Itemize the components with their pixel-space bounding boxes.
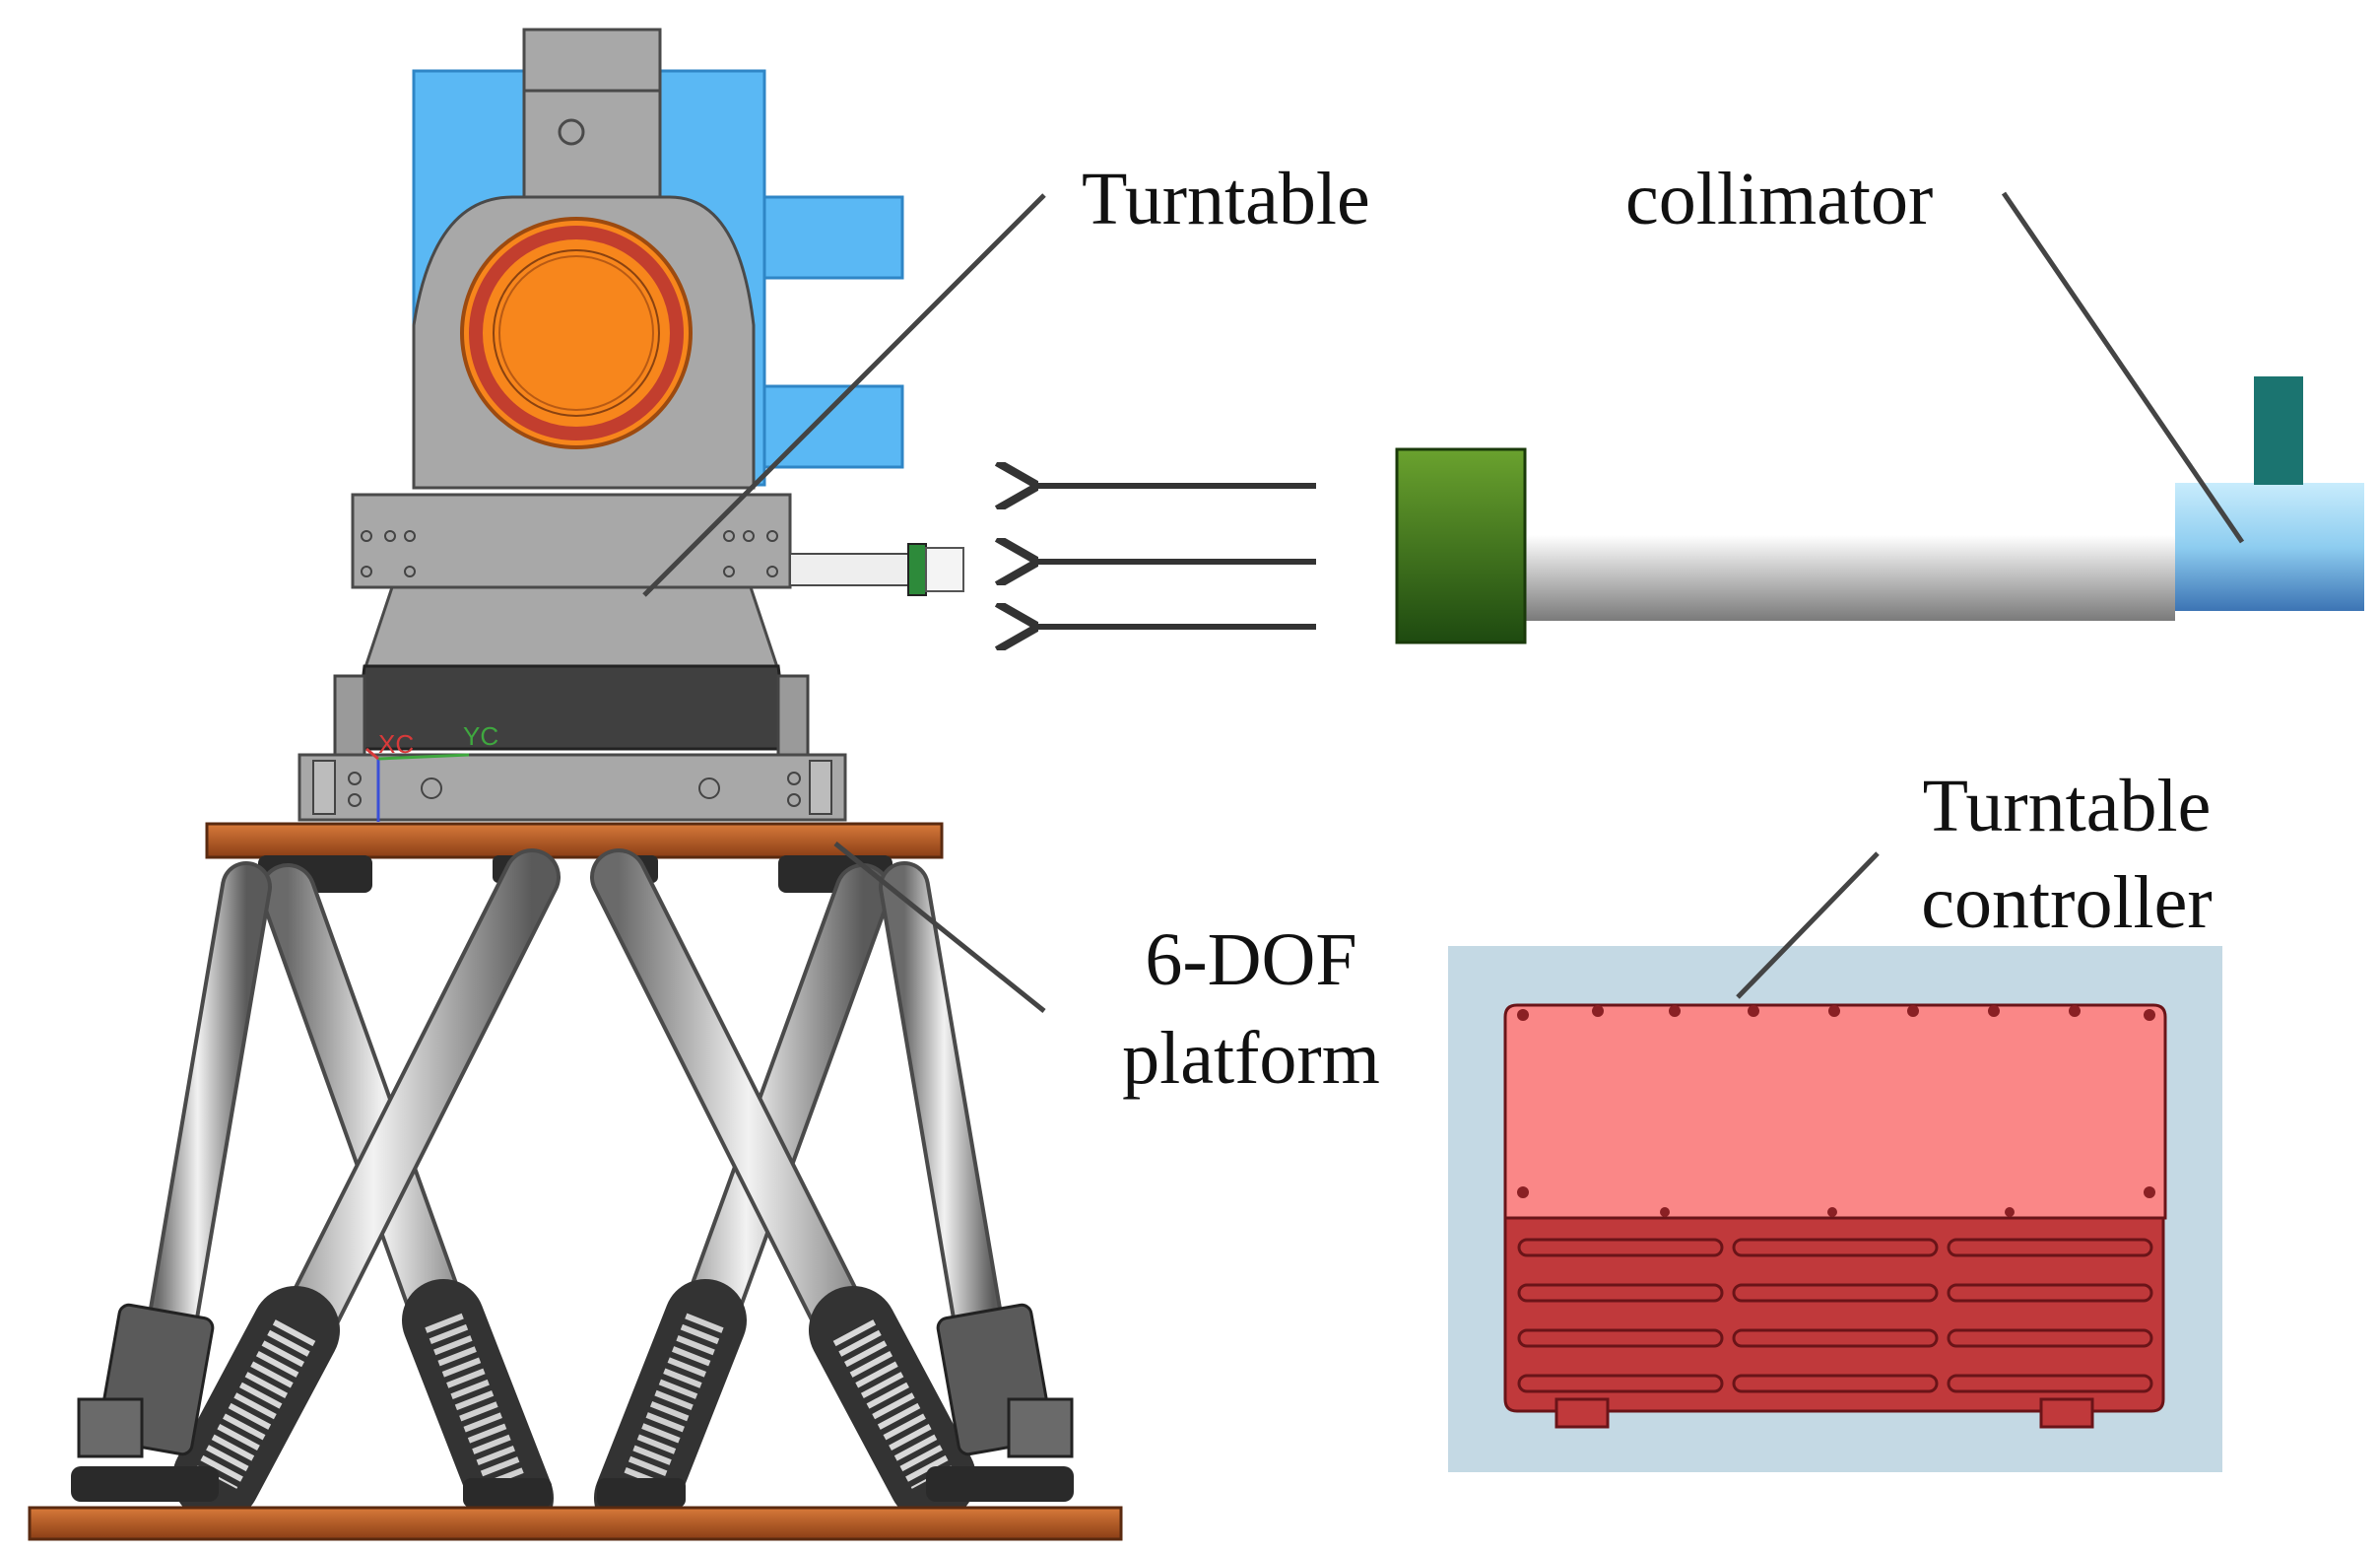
collimator-tube <box>1525 465 2175 621</box>
controller-panel <box>1448 946 2222 1472</box>
light-beam-arrows <box>1032 486 1316 627</box>
axis-label-xc: XC <box>378 729 415 759</box>
label-controller-line1: Turntable <box>1922 765 2212 847</box>
leader-lines <box>642 191 2245 1013</box>
collimator-head <box>2175 483 2364 611</box>
controller-top <box>1503 1003 2167 1220</box>
hexapod-base-plate <box>28 1506 1123 1541</box>
collimator-objective <box>1395 447 1527 644</box>
actuator-leg-3 <box>172 848 561 1522</box>
turntable-lower-housing <box>362 585 781 672</box>
label-controller-line2: controller <box>1921 861 2213 944</box>
axis-label-yc: YC <box>463 721 499 751</box>
turntable-dark-base <box>353 664 790 751</box>
leader-line-platform <box>833 842 1046 1013</box>
side-spindle <box>789 553 909 586</box>
leader-line-collimator <box>2001 191 2245 544</box>
turntable-body <box>351 493 792 589</box>
actuator-leg-5 <box>77 861 272 1458</box>
label-platform-line1: 6-DOF <box>1145 918 1357 1001</box>
turntable-assembly <box>298 28 964 822</box>
hexapod-platform <box>28 822 1123 1541</box>
collimator-device <box>1395 376 2364 644</box>
leader-line-controller <box>1736 851 1880 999</box>
label-turntable: Turntable <box>1082 158 1370 240</box>
actuator-leg-4 <box>590 848 976 1522</box>
controller-vent-slots <box>1517 1238 2153 1393</box>
controller-body <box>1503 1216 2165 1413</box>
label-platform-line2: platform <box>1122 1017 1380 1100</box>
hexapod-top-plate <box>205 822 944 859</box>
actuator-leg-6 <box>879 861 1074 1458</box>
turntable-mount-plate <box>298 753 847 822</box>
label-collimator: collimator <box>1625 158 1934 240</box>
leader-line-turntable <box>642 193 1046 597</box>
collimator-knob <box>2254 376 2303 485</box>
top-tower <box>522 28 662 199</box>
frame-arm-upper <box>762 195 904 280</box>
